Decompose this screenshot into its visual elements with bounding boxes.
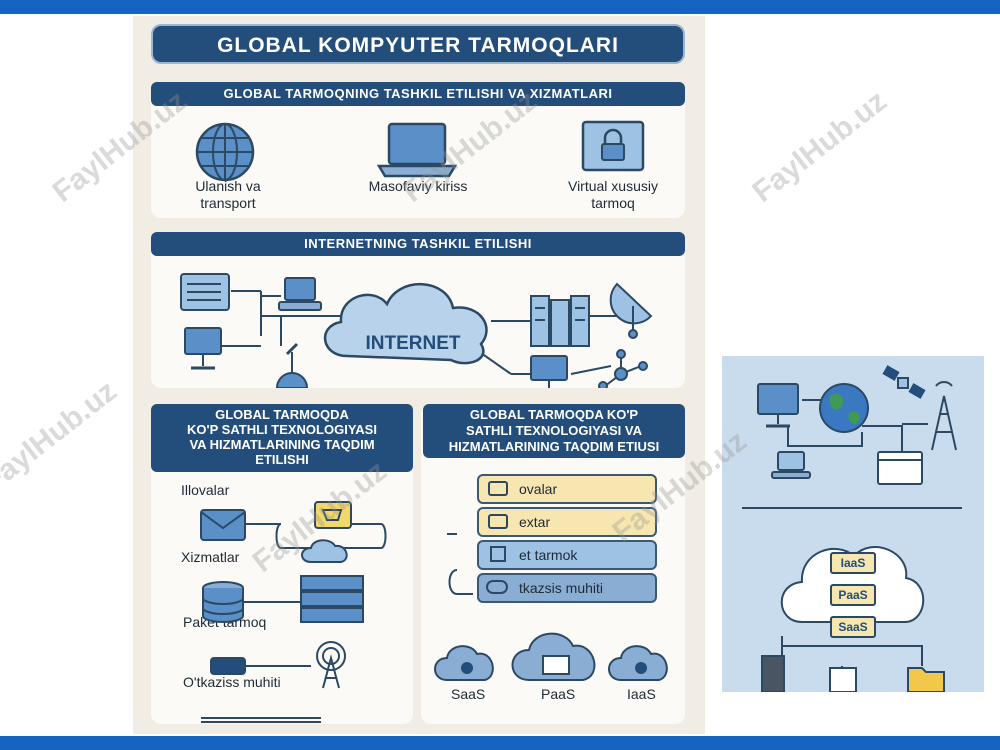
title-line: KO'P SATHLI TEXNOLOGIYASI xyxy=(187,422,377,437)
layer-label-services: Xizmatlar xyxy=(181,549,240,565)
cloud-label-saas: SaaS xyxy=(451,686,486,702)
service-label-remote-access: Masofaviy kiriss xyxy=(368,178,468,194)
label-line: Ulanish va xyxy=(195,178,261,194)
server-stack-icon xyxy=(300,575,364,623)
cloud-label-iaas: IaaS xyxy=(627,686,656,702)
infographic-poster: GLOBAL KOMPYUTER TARMOQLARI GLOBAL TARMO… xyxy=(133,16,705,734)
title-line: VA HIZMATLARINING TAQDIM xyxy=(189,437,375,452)
network-plug-icon xyxy=(210,657,246,675)
grid-small-icon xyxy=(490,546,506,562)
layered-services-title: GLOBAL TARMOQDA KO'P SATHLI TEXNOLOGIYAS… xyxy=(151,404,413,472)
tower-icon xyxy=(316,641,346,689)
service-tag-paas: PaaS xyxy=(830,584,876,606)
saas-cloud-icon xyxy=(434,645,494,681)
layer-text: ovalar xyxy=(519,481,558,497)
monitor-side-icon xyxy=(829,667,857,692)
internet-diagram: INTERNET xyxy=(180,273,653,388)
monitor-icon xyxy=(184,327,222,370)
title-line: ETILISHI xyxy=(255,452,309,467)
rack-server-icon xyxy=(761,655,785,692)
bottom-bar xyxy=(0,736,1000,750)
service-label-vpn: Virtual xususiy tarmoq xyxy=(533,178,693,212)
label-line: transport xyxy=(200,195,256,211)
page-title: GLOBAL KOMPYUTER TARMOQLARI xyxy=(151,24,685,64)
services-title: GLOBAL TARMOQNING TASHKIL ETILISHI VA XI… xyxy=(151,82,685,106)
internet-label: INTERNET xyxy=(366,333,461,354)
title-line: SATHLI TEXNOLOGIYASI VA xyxy=(465,423,642,438)
laptop-icon xyxy=(377,122,457,178)
server-icon xyxy=(180,273,230,311)
layered-services-diagram xyxy=(200,501,387,723)
layer-network: et tarmok xyxy=(477,540,657,570)
satellite-dish-icon xyxy=(609,282,653,339)
datacenter-icon xyxy=(530,295,590,347)
cart-icon xyxy=(314,501,352,529)
link-small-icon xyxy=(486,580,508,594)
layer-text: et tarmok xyxy=(519,547,578,563)
title-line: HIZMATLARINING TAQDIM ETIUSI xyxy=(448,439,660,454)
layer-text: extar xyxy=(519,514,551,530)
antenna-icon xyxy=(275,342,309,388)
service-tag-saas: SaaS xyxy=(830,616,876,638)
browser-window-icon xyxy=(877,451,923,485)
layer-label-transmission: O'tkaziss muhiti xyxy=(183,674,281,690)
side-illustration: IaaS PaaS SaaS xyxy=(722,356,984,692)
layer-label-apps: Illovalar xyxy=(181,482,230,498)
earth-icon xyxy=(819,383,869,433)
title-line: GLOBAL TARMOQDA xyxy=(215,407,349,422)
mail-icon xyxy=(200,509,246,541)
cloud-models-diagram xyxy=(434,632,668,681)
watermark: FaylHub.uz xyxy=(746,84,893,209)
iaas-cloud-icon xyxy=(608,645,668,681)
title-line: GLOBAL TARMOQDA KO'P xyxy=(469,407,639,422)
service-label-connection: Ulanish va transport xyxy=(153,178,303,212)
layer-text: tkazsis muhiti xyxy=(519,580,604,596)
cloud-label-paas: PaaS xyxy=(541,686,576,702)
lock-icon xyxy=(581,120,645,172)
internet-title: INTERNETNING TASHKIL ETILISHI xyxy=(151,232,685,256)
monitor-right-icon xyxy=(530,355,568,388)
internet-cloud-icon xyxy=(323,282,488,365)
network-nodes-icon xyxy=(598,349,648,388)
database-icon xyxy=(202,581,244,623)
top-bar xyxy=(0,0,1000,14)
satellite-icon xyxy=(882,365,926,399)
laptop-side-icon xyxy=(771,451,811,479)
watermark: FaylHub.uz xyxy=(0,374,123,499)
cloud-models-title: GLOBAL TARMOQDA KO'P SATHLI TEXNOLOGIYAS… xyxy=(423,404,685,458)
cell-tower-icon xyxy=(931,381,957,451)
folder-icon xyxy=(907,667,945,692)
layer-icons xyxy=(447,481,508,595)
service-tag-iaas: IaaS xyxy=(830,552,876,574)
cloud-small-icon xyxy=(301,539,348,563)
laptop-small-icon xyxy=(278,277,322,311)
panel-small-icon xyxy=(488,514,508,529)
globe-icon xyxy=(195,122,255,182)
desktop-icon xyxy=(757,383,799,428)
paas-cloud-icon xyxy=(511,632,596,681)
side-diagram xyxy=(742,365,962,692)
label-line: tarmoq xyxy=(591,195,635,211)
label-line: Virtual xususiy xyxy=(567,178,658,194)
mail-small-icon xyxy=(488,481,508,496)
